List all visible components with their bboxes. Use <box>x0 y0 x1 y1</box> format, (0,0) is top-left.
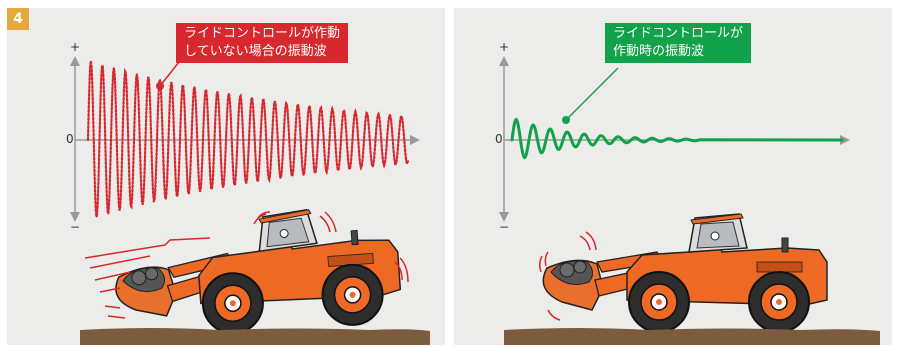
figure-number-badge: 4 <box>7 8 29 30</box>
right-callout-leader <box>562 67 619 124</box>
wheel-loader-shaking <box>110 202 404 343</box>
shake-lines-right <box>538 231 597 321</box>
callout-left-line2: していない場合の振動波 <box>184 44 327 59</box>
right-axis-plus-label: + <box>499 40 510 54</box>
vibration-wave-with-ride-control <box>510 117 844 160</box>
callout-right-line2: 作動時の振動波 <box>613 44 705 59</box>
callout-without-ride-control: ライドコントロールが作動 していない場合の振動波 <box>176 23 349 63</box>
ground-left <box>80 328 430 345</box>
right-axis-zero-label: 0 <box>495 132 503 146</box>
vibration-wave-no-ride-control <box>86 60 409 218</box>
right-axis-minus-label: − <box>499 220 510 234</box>
shake-lines-left <box>84 211 409 319</box>
callout-with-ride-control: ライドコントロールが 作動時の振動波 <box>605 23 752 63</box>
callout-right-line1: ライドコントロールが <box>613 26 744 41</box>
ground-right <box>504 328 880 345</box>
left-axis-zero-label: 0 <box>66 132 74 146</box>
left-axis-minus-label: − <box>70 220 81 234</box>
callout-left-line1: ライドコントロールが作動 <box>184 26 341 41</box>
left-axis-plus-label: + <box>70 40 81 54</box>
wheel-loader-stable <box>542 213 828 333</box>
